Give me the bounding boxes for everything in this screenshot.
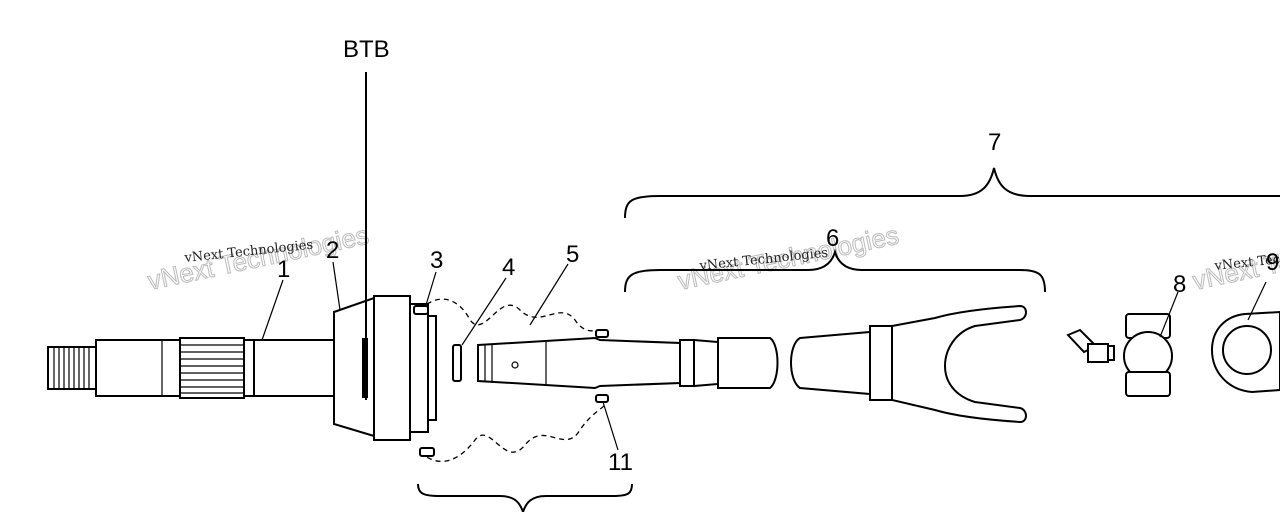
label-part-3: 3 bbox=[430, 247, 443, 274]
brace-bottom bbox=[417, 483, 633, 512]
part-1-stub-shaft bbox=[47, 337, 335, 399]
watermark-2: vNext Technologies vNext Technologies bbox=[675, 219, 902, 296]
label-btb: BTB bbox=[343, 36, 390, 63]
part-4-snap-ring bbox=[452, 344, 462, 382]
part-2-cv-housing bbox=[333, 295, 437, 441]
label-part-8: 8 bbox=[1173, 271, 1186, 298]
thread-lines bbox=[53, 347, 90, 389]
label-part-1: 1 bbox=[277, 256, 290, 283]
part-9-yoke bbox=[1210, 310, 1280, 394]
spline-lines bbox=[180, 344, 244, 394]
part-5-boot bbox=[413, 298, 609, 462]
leader-lines bbox=[261, 72, 1267, 451]
label-part-6: 6 bbox=[826, 225, 839, 252]
part-6-shaft bbox=[477, 304, 1027, 424]
label-part-9: 9 bbox=[1266, 249, 1279, 276]
brace-7 bbox=[624, 167, 1280, 219]
label-part-11: 11 bbox=[608, 449, 633, 476]
label-part-2: 2 bbox=[326, 237, 339, 264]
label-part-7: 7 bbox=[988, 129, 1001, 156]
label-part-5: 5 bbox=[566, 241, 579, 268]
part-8-u-joint bbox=[1066, 313, 1173, 397]
label-part-4: 4 bbox=[502, 254, 515, 281]
brace-6 bbox=[624, 248, 1046, 293]
